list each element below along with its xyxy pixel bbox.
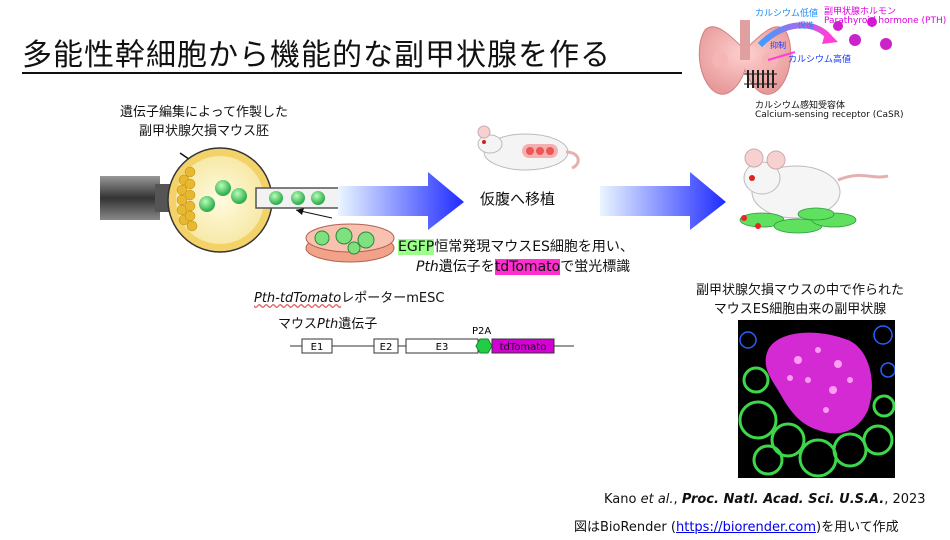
tdtomato-box	[491, 338, 555, 354]
suppression-line	[767, 51, 796, 61]
gene-label-italic: Pth	[317, 317, 339, 332]
suppress-label: 抑制	[770, 41, 786, 50]
biorender-link[interactable]: https://biorender.com	[675, 520, 816, 535]
curve-arrowhead	[822, 30, 838, 44]
embryo-label-line1: 遺伝子編集によって作製した	[120, 105, 288, 120]
cell-description-line1-text: 恒常発現マウスES細胞を用い、	[434, 239, 634, 255]
cell-description-line1: EGFP恒常発現マウスES細胞を用い、	[398, 236, 634, 256]
microinjection-diagram	[100, 147, 397, 263]
pth-jp-label: 副甲状腺ホルモン	[824, 7, 897, 17]
transplant-label: 仮腹へ移植	[480, 190, 556, 208]
ca-high-label: カルシウム高値	[788, 55, 852, 65]
dish-arrow-head	[296, 208, 304, 215]
credit-prefix: 図はBioRender (	[574, 520, 676, 535]
pth-en-label: Parathyroid hormone (PTH)	[824, 16, 947, 26]
exon-e3-label: E3	[436, 342, 449, 353]
result-label-line2: マウスES細胞由来の副甲状腺	[713, 302, 887, 317]
title-underline	[22, 72, 682, 74]
casr-receptor-icon	[744, 70, 777, 88]
gene-label-prefix: マウス	[278, 317, 318, 332]
arrow-to-surrogate	[338, 172, 464, 230]
gene-label-suffix: 遺伝子	[338, 317, 378, 332]
egfp-highlight: EGFP	[398, 239, 435, 255]
citation-etal: et al.	[640, 492, 674, 507]
gene-map: E1 E2 E3 tdTomato P2A	[290, 326, 574, 354]
p2a-hexagon	[475, 338, 493, 354]
reporter-label: Pth-tdTomatoレポーターmESC	[254, 287, 444, 306]
fluorescence-micrograph	[738, 320, 895, 478]
reporter-label-italic: Pth-tdTomato	[254, 291, 342, 306]
result-label-line1: 副甲状腺欠損マウスの中で作られた	[695, 283, 904, 298]
citation-sep: ,	[673, 492, 682, 507]
exon-e2-label: E2	[380, 342, 393, 353]
exon-e2-box	[373, 338, 399, 354]
promotion-curve	[757, 22, 833, 48]
embryo-label: 遺伝子編集によって作製した 副甲状腺欠損マウス胚	[84, 101, 324, 139]
receptor-en-label: Calcium-sensing receptor (CaSR)	[755, 110, 904, 120]
embryo-label-line2: 副甲状腺欠損マウス胚	[138, 124, 269, 139]
es-cell-dish-icon	[305, 223, 395, 263]
exon-e1-label: E1	[311, 342, 324, 353]
gene-label: マウスPth遺伝子	[278, 313, 377, 332]
result-label: 副甲状腺欠損マウスの中で作られた マウスES細胞由来の副甲状腺	[660, 279, 940, 317]
reporter-label-text: レポーターmESC	[341, 291, 445, 306]
calcium-regulation-inset	[698, 17, 892, 95]
credit: 図はBioRender (https://biorender.com)を用いて作…	[574, 516, 899, 535]
exon-e1-box	[301, 338, 333, 354]
surrogate-mouse-icon	[477, 125, 580, 171]
citation: Kano et al., Proc. Natl. Acad. Sci. U.S.…	[604, 492, 926, 507]
mouse-with-pups-icon	[739, 148, 889, 234]
pth-italic: Pth	[416, 259, 439, 275]
citation-author: Kano	[604, 492, 641, 507]
embryo-icon	[167, 147, 273, 253]
ca-low-label: カルシウム低値	[755, 9, 819, 19]
p2a-label: P2A	[472, 326, 491, 337]
arrow-to-result	[600, 172, 726, 230]
receptor-jp-label: カルシウム感知受容体	[755, 101, 846, 111]
page-title: 多能性幹細胞から機能的な副甲状腺を作る	[22, 38, 611, 73]
promote-label: 促進	[798, 21, 814, 30]
credit-suffix: )を用いて作成	[816, 520, 899, 535]
cell-description-line2-mid: 遺伝子を	[438, 259, 495, 275]
tdtomato-label: tdTomato	[500, 342, 547, 353]
pth-molecules-icon	[833, 17, 892, 50]
tdtomato-highlight: tdTomato	[494, 259, 561, 275]
cell-description-line2-end: で蛍光標識	[560, 259, 631, 275]
citation-year: , 2023	[884, 492, 926, 507]
citation-journal: Proc. Natl. Acad. Sci. U.S.A.	[681, 492, 885, 507]
cell-description-line2: Pth遺伝子をtdTomatoで蛍光標識	[416, 256, 630, 276]
